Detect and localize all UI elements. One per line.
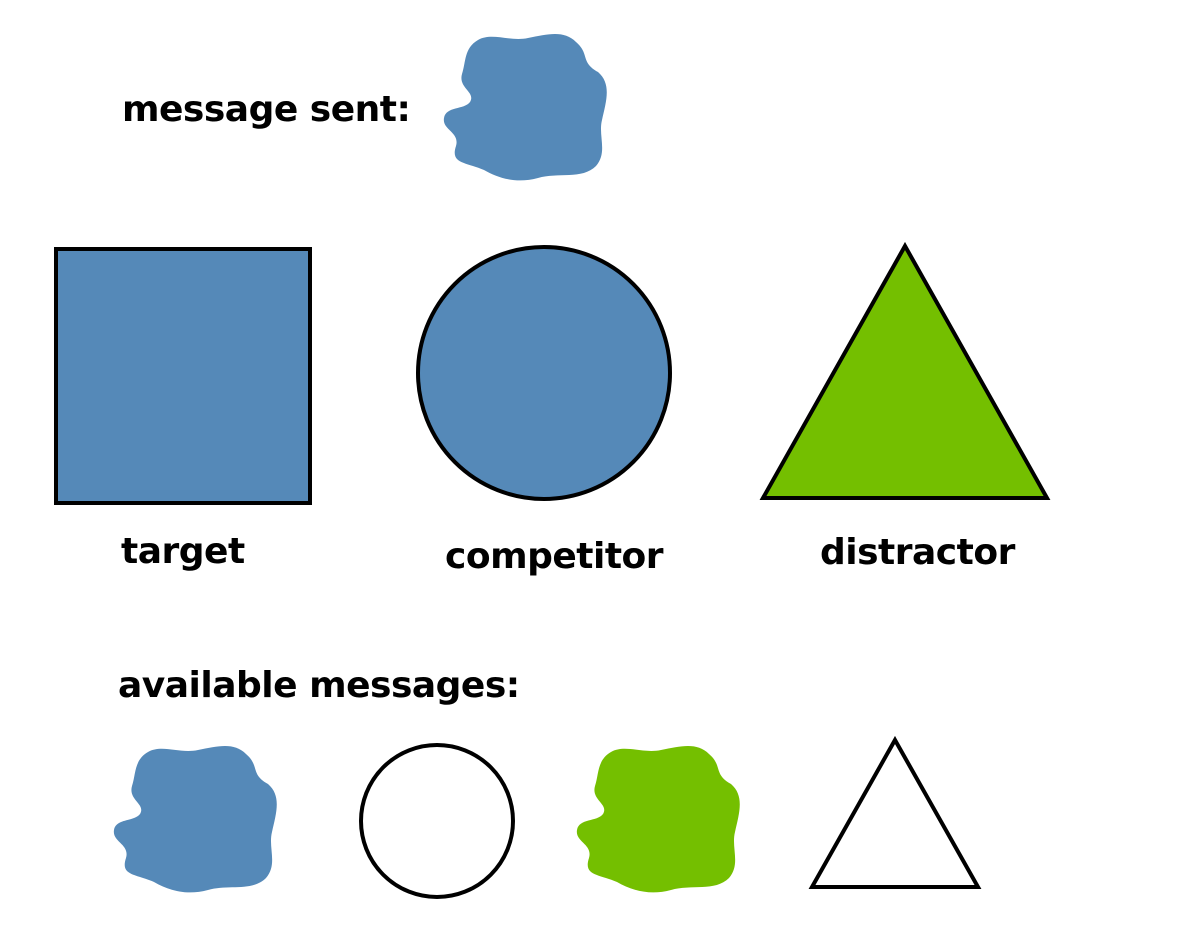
sent-blob-shape (443, 34, 607, 181)
competitor-circle-shape (416, 245, 672, 501)
message-option-circle-outline[interactable] (356, 740, 518, 902)
distractor-triangle-shape (759, 241, 1051, 500)
message-option-triangle-outline[interactable] (806, 734, 984, 892)
target-square-shape (54, 247, 312, 505)
message-option-blue-blob[interactable] (110, 744, 285, 896)
circle-outline-shape (359, 743, 515, 899)
competitor-label: competitor (445, 536, 664, 577)
message-sent-label: message sent: (122, 89, 411, 130)
competitor-circle (414, 243, 674, 503)
available-messages-label: available messages: (118, 665, 520, 706)
blue-blob-shape (113, 746, 277, 893)
distractor-label: distractor (820, 532, 1015, 573)
triangle-outline-shape (808, 735, 982, 889)
green-blob-shape (576, 746, 740, 893)
target-label: target (121, 531, 245, 572)
target-square (54, 247, 312, 505)
message-option-green-blob[interactable] (573, 744, 748, 896)
sent-message-blob (440, 32, 615, 184)
distractor-triangle (758, 240, 1052, 504)
